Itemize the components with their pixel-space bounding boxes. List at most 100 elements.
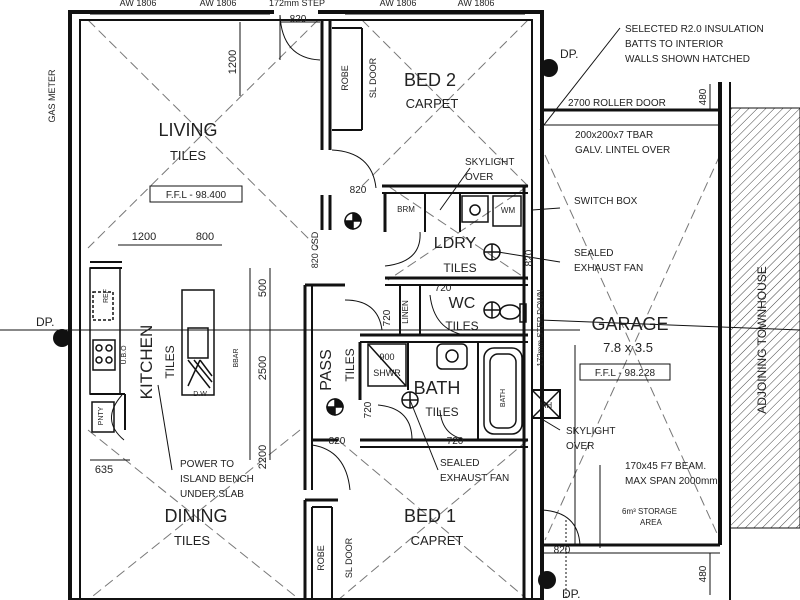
bbar-label: BBAR xyxy=(233,348,240,367)
csd-label: 820 CSD xyxy=(310,231,320,268)
bed2-label: BED 2 xyxy=(404,70,456,90)
robe-top-label: ROBE xyxy=(340,65,350,91)
dim-720-linen: 720 xyxy=(382,309,393,326)
ldry-finish: TILES xyxy=(443,261,476,275)
note-adjoining: ADJOINING TOWNHOUSE xyxy=(755,266,769,414)
garage-walls xyxy=(540,82,800,600)
note-power-2: ISLAND BENCH xyxy=(180,474,254,485)
pnty-label: PNTY xyxy=(98,406,105,425)
note-skylight2-2: OVER xyxy=(566,441,594,452)
note-skylight1-1: SKYLIGHT xyxy=(465,157,514,168)
ldry-label: LDRY xyxy=(434,235,477,252)
shwr-size-label: 900 xyxy=(379,352,394,362)
note-exhaust2-2: EXHAUST FAN xyxy=(440,473,509,484)
dim-720-bath: 720 xyxy=(363,401,374,418)
downpipe-bottom-icon xyxy=(538,571,556,589)
note-switch-box: SWITCH BOX xyxy=(574,196,638,207)
linen-label: LINEN xyxy=(401,300,410,324)
brm-label: BRM xyxy=(397,205,415,214)
garage-ffl: F.F.L - 98.228 xyxy=(595,368,656,379)
internal-walls xyxy=(90,20,528,600)
dim-500: 500 xyxy=(257,279,269,297)
wc-label: WC xyxy=(449,295,476,312)
dim-480-bottom: 480 xyxy=(698,565,709,582)
wc-finish: TILES xyxy=(445,319,478,333)
dim-2500: 2500 xyxy=(257,356,269,380)
island-bench xyxy=(181,289,215,396)
bath-tub-label: BATH xyxy=(500,389,507,407)
living-finish: TILES xyxy=(170,148,206,163)
sl-door-bottom-label: SL DOOR xyxy=(344,537,354,578)
note-insulation-1: SELECTED R2.0 INSULATION xyxy=(625,24,764,35)
note-roller-door: 2700 ROLLER DOOR xyxy=(568,98,666,109)
note-step-down: 172mm STEP DOWN xyxy=(536,289,545,366)
dim-2200: 2200 xyxy=(257,445,269,469)
mh-label: MH xyxy=(540,401,553,410)
wet-area-fixtures xyxy=(367,195,561,435)
note-power-3: UNDER SLAB xyxy=(180,489,244,500)
kitchen-label: KITCHEN xyxy=(137,325,156,400)
note-dp-bottom: DP. xyxy=(562,587,580,600)
note-beam-1: 170x45 F7 BEAM. xyxy=(625,461,706,472)
window-aw4: AW 1806 xyxy=(458,0,495,8)
window-aw1: AW 1806 xyxy=(120,0,157,8)
pass-finish: TILES xyxy=(343,348,357,381)
note-exhaust1-2: EXHAUST FAN xyxy=(574,263,643,274)
note-storage-1: 6m³ STORAGE xyxy=(622,507,677,516)
window-aw2: AW 1806 xyxy=(200,0,237,8)
note-gas-meter: GAS METER xyxy=(47,69,57,123)
sl-door-top-label: SL DOOR xyxy=(368,57,378,98)
pass-label: PASS xyxy=(318,349,335,391)
dining-finish: TILES xyxy=(174,533,210,548)
note-dp-left: DP. xyxy=(36,315,54,329)
downpipe-top-icon xyxy=(540,59,558,77)
downpipe-left-icon xyxy=(53,329,71,347)
bed1-label: BED 1 xyxy=(404,506,456,526)
living-ffl: F.F.L - 98.400 xyxy=(166,190,227,201)
bed1-finish: CAPRET xyxy=(411,533,464,548)
dim-635: 635 xyxy=(95,464,113,476)
dim-820-bed2: 820 xyxy=(350,185,367,196)
dw-label: D.W xyxy=(193,391,207,398)
dim-800: 800 xyxy=(196,231,214,243)
dim-720-bath-b: 720 xyxy=(447,436,464,447)
dining-label: DINING xyxy=(165,506,228,526)
note-dp-top: DP. xyxy=(560,47,578,61)
ubo-label: U.B.O xyxy=(121,345,128,365)
kitchen-finish: TILES xyxy=(163,345,177,378)
dim-820-top: 820 xyxy=(290,14,307,25)
dim-820-ldry: 820 xyxy=(524,249,535,266)
note-tbar-1: 200x200x7 TBAR xyxy=(575,130,653,141)
bath-label: BATH xyxy=(414,378,461,398)
bed2-finish: CARPET xyxy=(406,96,459,111)
note-beam-2: MAX SPAN 2000mm. xyxy=(625,476,720,487)
ceiling-fixtures xyxy=(326,212,501,416)
note-tbar-2: GALV. LINTEL OVER xyxy=(575,145,670,156)
dim-1200: 1200 xyxy=(132,231,156,243)
step-label: 172mm STEP xyxy=(269,0,325,8)
dim-820-pass: 820 xyxy=(329,436,346,447)
note-skylight2-1: SKYLIGHT xyxy=(566,426,615,437)
bath-finish: TILES xyxy=(425,405,458,419)
note-exhaust2-1: SEALED xyxy=(440,458,479,469)
garage-size: 7.8 x 3.5 xyxy=(603,340,653,355)
living-ffl-box xyxy=(149,185,243,203)
dim-1200-top: 1200 xyxy=(227,50,239,74)
note-skylight1-2: OVER xyxy=(465,172,493,183)
note-storage-2: AREA xyxy=(640,518,662,527)
note-insulation-3: WALLS SHOWN HATCHED xyxy=(625,54,750,65)
leader-lines xyxy=(157,27,621,548)
shwr-label: SHWR xyxy=(373,368,401,378)
wm-label: WM xyxy=(501,206,516,215)
garage-label: GARAGE xyxy=(591,314,668,334)
dimension-lines xyxy=(0,21,800,600)
robe-bottom-label: ROBE xyxy=(316,545,326,571)
note-exhaust1-1: SEALED xyxy=(574,248,613,259)
dim-480-top: 480 xyxy=(698,88,709,105)
ref-label: REF xyxy=(103,289,110,303)
window-aw3: AW 1806 xyxy=(380,0,417,8)
garage-ffl-box xyxy=(579,363,671,381)
kitchen-bench xyxy=(89,267,121,433)
